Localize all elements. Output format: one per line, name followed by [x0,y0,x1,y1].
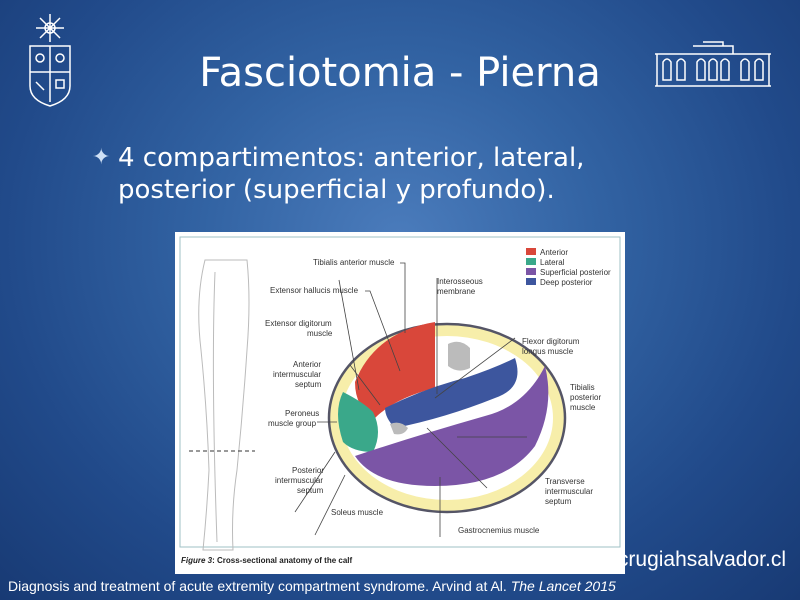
label-interosseous: Interosseous [437,277,483,286]
label-posterior-septum: Posterior [292,466,324,475]
label-soleus: Soleus muscle [331,508,384,517]
label-peroneus: Peroneus [285,409,319,418]
leg-outline-illustration [198,259,250,551]
label-posterior-septum-2: intermuscular [275,476,323,485]
superficial-posterior-compartment [355,366,549,486]
figure-caption: Figure 3: Cross-sectional anatomy of the… [181,556,352,565]
slide-title: Fasciotomia - Pierna [199,50,601,96]
label-flexor-digitorum-2: longus muscle [522,347,574,356]
label-tibialis-anterior: Tibialis anterior muscle [313,258,395,267]
label-extensor-hallucis: Extensor hallucis muscle [270,286,359,295]
label-extensor-digitorum: Extensor digitorum [265,319,332,328]
label-transverse-septum-2: intermuscular [545,487,593,496]
website-link[interactable]: www.crugiahsalvador.cl [567,548,786,571]
caption-prefix: Figure 3 [181,556,213,565]
label-flexor-digitorum: Flexor digitorum [522,337,580,346]
cross-section [327,322,567,514]
lateral-compartment [338,392,378,452]
legend-lateral: Lateral [540,258,565,267]
legend: Anterior Lateral Superficial posterior D… [526,248,611,287]
label-anterior-septum: Anterior [293,360,321,369]
label-extensor-digitorum-2: muscle [307,329,333,338]
university-crest-logo [22,12,78,112]
deep-posterior-compartment [385,358,518,428]
four-point-star-icon: ✦ [92,145,111,170]
legend-superficial-posterior: Superficial posterior [540,268,611,277]
caption-text: : Cross-sectional anatomy of the calf [212,556,353,565]
bullet-point: ✦ 4 compartimentos: anterior, lateral, p… [92,142,692,206]
calf-cross-section-figure: Anterior Lateral Superficial posterior D… [175,232,625,574]
citation-text: Diagnosis and treatment of acute extremi… [8,578,511,594]
label-anterior-septum-2: intermuscular [273,370,321,379]
label-tibialis-posterior-2: posterior [570,393,601,402]
label-posterior-septum-3: septum [297,486,324,495]
label-anterior-septum-3: septum [295,380,322,389]
citation: Diagnosis and treatment of acute extremi… [8,578,616,594]
anterior-compartment [355,322,435,418]
label-tibialis-posterior: Tibialis [570,383,595,392]
legend-deep-posterior: Deep posterior [540,278,593,287]
label-tibialis-posterior-3: muscle [570,403,596,412]
label-transverse-septum: Transverse [545,477,585,486]
bullet-text: 4 compartimentos: anterior, lateral, pos… [118,143,585,205]
label-transverse-septum-3: septum [545,497,572,506]
label-interosseous-2: membrane [437,287,476,296]
hospital-building-logo [653,40,773,94]
label-gastrocnemius: Gastrocnemius muscle [458,526,540,535]
legend-anterior: Anterior [540,248,568,257]
citation-journal: The Lancet 2015 [510,578,616,594]
label-peroneus-2: muscle group [268,419,317,428]
